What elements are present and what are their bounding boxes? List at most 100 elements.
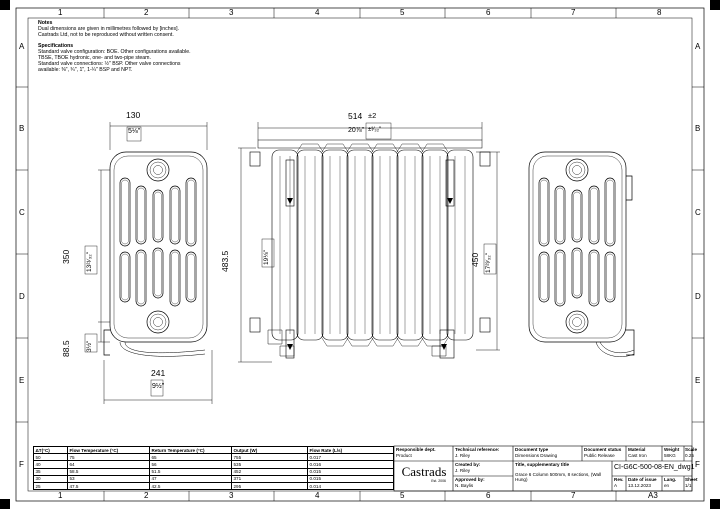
table-cell: 42.5 xyxy=(149,481,232,491)
scale-value: 0.25 xyxy=(685,452,694,458)
doc-status-label: Document status xyxy=(584,447,622,452)
dim-side-width: 130 xyxy=(126,110,141,120)
dim-centers-in: 13²¹⁄₃₂" xyxy=(86,251,93,272)
title-cell: Title, supplementary title Grace 6 Colum… xyxy=(515,462,611,483)
scale-cell: Scale 0.25 xyxy=(685,447,698,458)
side-view-left-dimensions xyxy=(84,122,213,404)
side-view-right xyxy=(528,151,635,357)
weight-cell: Weight 58KG xyxy=(664,447,683,458)
dim-depth-in: 9½" xyxy=(152,383,165,390)
zone-label-1: 1 xyxy=(58,8,63,17)
castrads-logo: Castrads Est. 2006 xyxy=(396,464,452,484)
doc-type-cell: Document type Dimensions Drawing xyxy=(515,447,581,458)
responsible-cell: Responsible dept. Product xyxy=(396,447,452,458)
table-header: Output (W) xyxy=(231,445,308,455)
side-view-left xyxy=(103,151,208,357)
weight-label: Weight xyxy=(664,447,680,452)
dim-length-in: 20⅞" xyxy=(348,127,365,134)
date-value: 13.12.2023 xyxy=(628,482,651,488)
table-header: Flow Rate (L/s) xyxy=(307,445,394,455)
output-table: ΔT(°C) Flow Temperature (°C) Return Temp… xyxy=(33,445,394,491)
spec-line-3: Standard valve connections: ½" BSP. Othe… xyxy=(38,61,181,67)
dim-section-height-in: 17²³⁄₃₂" xyxy=(485,252,492,273)
tech-ref-label: Technical reference: xyxy=(455,447,500,452)
scale-label: Scale xyxy=(685,447,698,452)
rev-label: Rev. xyxy=(614,477,624,482)
title-value: Grace 6 Column 500mm, 8 sections, (Wall … xyxy=(515,471,602,483)
zone-label-paper: A3 xyxy=(648,491,658,500)
table-header: ΔT(°C) xyxy=(33,445,68,455)
table-row: 25 47.5 42.5 295 0.014 xyxy=(33,481,394,491)
lang-cell: Lang. en xyxy=(664,477,683,488)
zone-label-d: D xyxy=(19,292,25,301)
doc-type-value: Dimensions Drawing xyxy=(515,452,558,458)
zone-label-a-right: A xyxy=(695,42,701,51)
zone-label-b-right: B xyxy=(695,124,701,133)
zone-label-1-bottom: 1 xyxy=(58,491,63,500)
table-cell: 0.017 xyxy=(307,453,394,462)
dim-length-in-tol: ±³⁄₃₂" xyxy=(368,127,382,133)
drawing-number: CI-G6C-500-08-EN_dwg1 xyxy=(614,464,695,471)
logo-sub: Est. 2006 xyxy=(431,479,446,483)
zone-label-e: E xyxy=(19,376,25,385)
zone-label-3: 3 xyxy=(229,8,234,17)
approved-cell: Approved by: N. Baylis xyxy=(455,477,512,488)
table-cell: 371 xyxy=(231,474,308,483)
tech-ref-cell: Technical reference: J. Riley xyxy=(455,447,512,458)
table-cell: 75 xyxy=(67,453,150,462)
dim-inlet-height-in: 3½" xyxy=(86,340,93,352)
table-cell: 64 xyxy=(67,460,150,469)
logo-text: Castrads xyxy=(401,464,447,479)
front-view xyxy=(249,139,491,359)
table-header-row: ΔT(°C) Flow Temperature (°C) Return Temp… xyxy=(33,445,394,455)
doc-status-cell: Document status Public Release xyxy=(584,447,625,458)
responsible-value: Product xyxy=(396,452,412,458)
zone-label-8: 8 xyxy=(657,8,662,17)
table-cell: 535 xyxy=(231,460,308,469)
zone-label-4: 4 xyxy=(315,8,320,17)
weight-value: 58KG xyxy=(664,452,676,458)
zone-label-b: B xyxy=(19,124,25,133)
zone-label-2-bottom: 2 xyxy=(144,491,149,500)
table-cell: 295 xyxy=(231,481,308,491)
material-label: Material xyxy=(628,447,646,452)
table-row: 40 64 56 535 0.016 xyxy=(33,460,394,469)
table-cell: 65 xyxy=(149,453,232,462)
created-label: Created by: xyxy=(455,462,481,467)
table-cell: 452 xyxy=(231,467,308,476)
table-cell: 40 xyxy=(33,460,68,469)
lang-value: en xyxy=(664,482,670,488)
lang-label: Lang. xyxy=(664,477,677,482)
dim-depth: 241 xyxy=(151,368,166,378)
table-row: 50 75 65 755 0.017 xyxy=(33,453,394,462)
doc-status-value: Public Release xyxy=(584,452,615,458)
table-cell: 56 xyxy=(149,460,232,469)
dim-centers: 350 xyxy=(61,249,71,264)
zone-label-6: 6 xyxy=(486,8,491,17)
dim-overall-height: 483.5 xyxy=(220,250,230,272)
zone-label-2: 2 xyxy=(144,8,149,17)
zone-label-e-right: E xyxy=(695,376,701,385)
zone-label-f-right: F xyxy=(695,460,700,469)
approved-label: Approved by: xyxy=(455,477,485,482)
table-cell: 0.014 xyxy=(307,481,394,491)
notes-line-2: Castrads Ltd, not to be reproduced witho… xyxy=(38,32,174,38)
table-cell: 0.015 xyxy=(307,474,394,483)
front-view-arrows xyxy=(287,198,453,350)
sheet-frame xyxy=(15,7,705,502)
table-cell: 35 xyxy=(33,467,68,476)
spec-line-2: TBSE, TBOE hydronic, one- and two-pipe s… xyxy=(38,55,151,61)
doc-type-label: Document type xyxy=(515,447,549,452)
table-cell: 755 xyxy=(231,453,308,462)
approved-value: N. Baylis xyxy=(455,482,474,488)
tech-ref-value: J. Riley xyxy=(455,452,471,458)
title-block-grid xyxy=(393,445,693,492)
material-value: Cast Iron xyxy=(628,452,647,458)
table-header: Flow Temperature (°C) xyxy=(67,445,150,455)
material-cell: Material Cast Iron xyxy=(628,447,661,458)
notes-heading: Notes xyxy=(38,20,53,26)
table-cell: 0.016 xyxy=(307,460,394,469)
table-cell: 50 xyxy=(33,453,68,462)
